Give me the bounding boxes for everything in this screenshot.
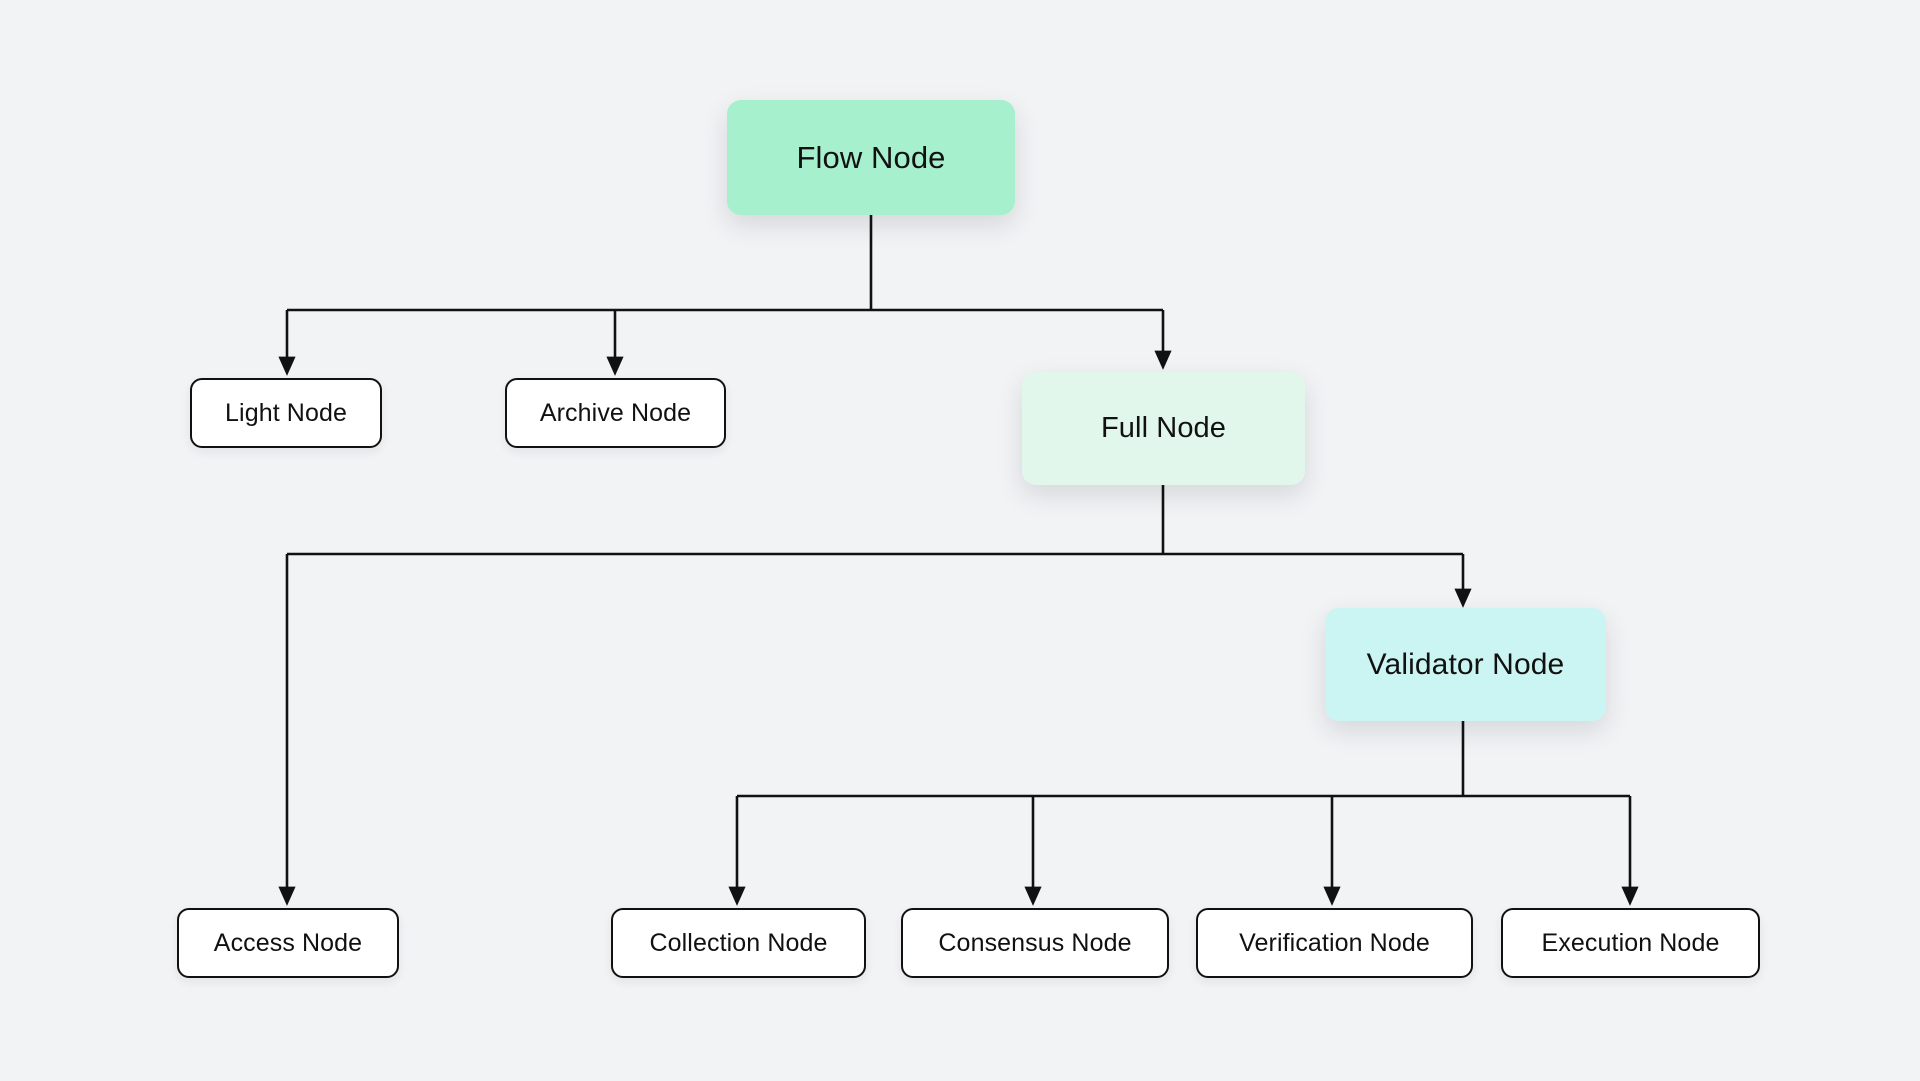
node-label: Verification Node bbox=[1239, 928, 1430, 957]
node-label: Archive Node bbox=[539, 398, 692, 427]
node-label: Validator Node bbox=[1366, 647, 1565, 681]
node-light-node[interactable]: Light Node bbox=[190, 378, 382, 448]
node-label: Access Node bbox=[213, 928, 363, 957]
node-consensus-node[interactable]: Consensus Node bbox=[901, 908, 1169, 978]
node-execution-node[interactable]: Execution Node bbox=[1501, 908, 1760, 978]
node-collection-node[interactable]: Collection Node bbox=[611, 908, 866, 978]
node-validator-node[interactable]: Validator Node bbox=[1325, 608, 1606, 721]
node-flow-node[interactable]: Flow Node bbox=[727, 100, 1015, 215]
node-full-node[interactable]: Full Node bbox=[1022, 372, 1305, 485]
node-label: Collection Node bbox=[649, 928, 828, 957]
node-archive-node[interactable]: Archive Node bbox=[505, 378, 726, 448]
node-label: Consensus Node bbox=[938, 928, 1132, 957]
node-verification-node[interactable]: Verification Node bbox=[1196, 908, 1473, 978]
node-label: Full Node bbox=[1100, 412, 1226, 444]
node-label: Execution Node bbox=[1541, 928, 1720, 957]
node-label: Light Node bbox=[225, 398, 347, 427]
node-label: Flow Node bbox=[796, 139, 946, 175]
node-access-node[interactable]: Access Node bbox=[177, 908, 399, 978]
